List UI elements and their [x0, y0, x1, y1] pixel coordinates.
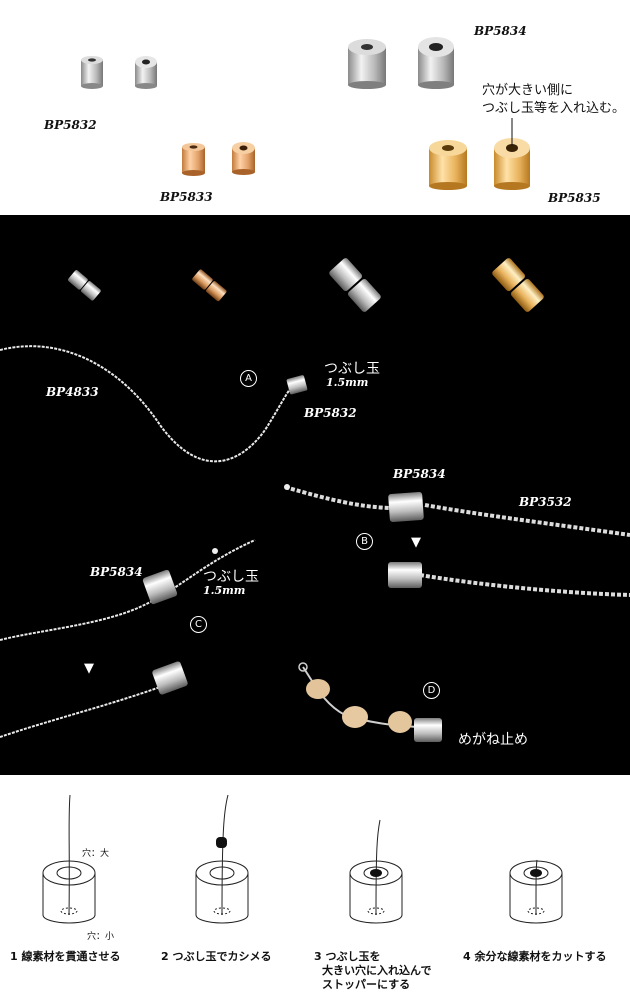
arrow-c: ▼ — [84, 661, 94, 676]
product-lineup-section: BP5832 BP5833 BP5834 BP5835 穴が大きい側に つぶし玉… — [0, 0, 630, 215]
tube-bp5834-b-bottom — [388, 562, 422, 588]
step1-label: 1 線素材を貫通させる — [10, 950, 121, 963]
hole-large-label: 穴：大 — [82, 849, 110, 859]
code-bp5834: BP5834 — [474, 24, 527, 38]
tube-bp5834-c-top — [142, 569, 178, 605]
chain-bp3532-top — [284, 484, 630, 537]
pair-silver-large — [329, 258, 381, 312]
step1-diagram — [42, 794, 96, 924]
product-lineup-illustration — [81, 37, 530, 190]
tube-bp5834-b-top — [388, 492, 424, 522]
bp5835-side-tube — [429, 140, 467, 190]
label-c-size: 1.5mm — [203, 584, 246, 597]
tube-stopper-d — [414, 718, 442, 742]
bp5833-side-tube — [182, 143, 205, 176]
wire-c-top — [0, 539, 256, 641]
marker-b: B — [356, 533, 373, 550]
bp5832-side-tube — [81, 56, 103, 89]
usage-photo-section: BP4833 A つぶし玉 1.5mm BP5832 BP5834 BP3532… — [0, 215, 630, 775]
arrow-b: ▼ — [411, 535, 421, 550]
bp5832-top-tube — [135, 56, 157, 89]
assembly-steps-illustration — [42, 794, 563, 924]
label-a-size: 1.5mm — [326, 376, 369, 389]
step3-diagram — [349, 819, 403, 924]
bead-1 — [306, 679, 330, 699]
step3-label: 3 つぶし玉を 大きい穴に入れ込んで ストッパーにする — [314, 950, 431, 992]
label-bp4833: BP4833 — [46, 385, 99, 399]
marker-a: A — [240, 370, 257, 387]
bp5834-side-tube — [348, 39, 386, 89]
label-d-text: めがね止め — [458, 732, 528, 748]
bead-2 — [342, 706, 368, 728]
wire-c-bottom — [0, 686, 161, 738]
label-a-code: BP5832 — [304, 406, 357, 420]
usage-photo-illustration — [0, 258, 630, 742]
label-a-text: つぶし玉 — [324, 361, 380, 377]
label-b-code2: BP3532 — [519, 495, 572, 509]
assembly-steps-section: 穴：大 穴：小 1 線素材を貫通させる 2 つぶし玉でカシメる 3 つぶし玉を … — [0, 775, 630, 1000]
step2-label: 2 つぶし玉でカシメる — [161, 950, 272, 963]
step4-label: 4 余分な線素材をカットする — [463, 950, 607, 963]
crimp-bead-c — [212, 548, 218, 554]
label-c-text: つぶし玉 — [203, 569, 259, 585]
tube-bp5834-c-bottom — [152, 661, 188, 695]
insert-note-line2: つぶし玉等を入れ込む。 — [482, 101, 626, 116]
code-bp5832: BP5832 — [44, 118, 97, 132]
step3-label-line1: 3 つぶし玉を — [314, 950, 381, 963]
code-bp5833: BP5833 — [160, 190, 213, 204]
bp5835-top-tube — [494, 138, 530, 190]
hole-small-label: 穴：小 — [87, 932, 115, 942]
code-bp5835: BP5835 — [548, 191, 601, 205]
bp5833-top-tube — [232, 142, 255, 175]
bead-3 — [388, 711, 412, 733]
insert-note-line1: 穴が大きい側に — [482, 83, 574, 98]
step3-label-line3: ストッパーにする — [322, 978, 411, 991]
marker-d: D — [423, 682, 440, 699]
step2-diagram — [195, 794, 249, 924]
bp5834-top-tube — [418, 37, 454, 89]
step4-diagram — [509, 859, 563, 924]
label-c-code: BP5834 — [90, 565, 143, 579]
pair-gold-large — [492, 258, 544, 312]
pair-rose-small — [192, 269, 227, 302]
step3-label-line2: 大きい穴に入れ込んで — [322, 964, 432, 977]
wire-bp4833 — [0, 345, 294, 463]
marker-c: C — [190, 616, 207, 633]
label-b-code1: BP5834 — [393, 467, 446, 481]
chain-bp3532-bottom — [419, 573, 630, 597]
insert-note: 穴が大きい側に つぶし玉等を入れ込む。 — [482, 82, 625, 118]
crimp-bp5832 — [286, 375, 308, 395]
pair-silver-small — [68, 270, 101, 301]
